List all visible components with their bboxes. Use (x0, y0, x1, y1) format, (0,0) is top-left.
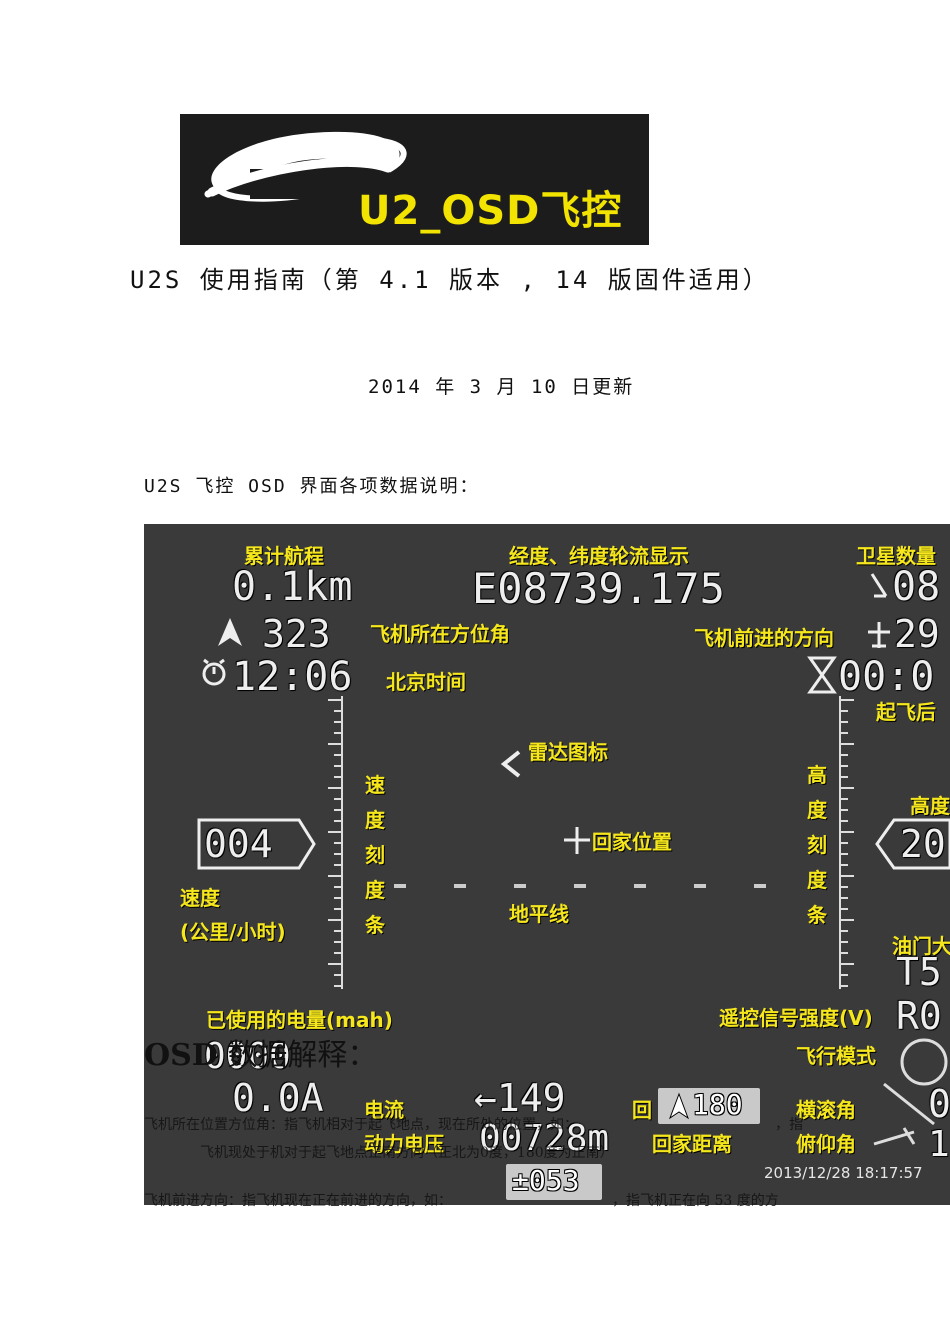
label-total-distance: 累计航程 (244, 544, 324, 568)
latlon-value: E08739.175 (472, 564, 725, 613)
label-altitude-scale: 高度刻度条 (807, 763, 827, 927)
clock-value: 12:06 (232, 654, 353, 700)
label-satellites: 卫星数量 (856, 544, 936, 568)
label-rc-signal: 遥控信号强度(V) (719, 1006, 873, 1030)
timestamp: 2013/12/28 18:17:57 (764, 1164, 923, 1182)
label-used-mah: 已使用的电量(mah) (206, 1008, 393, 1032)
label-power-voltage: 动力电压 (364, 1132, 444, 1156)
paragraph-bearing-2: 飞机现处于机对于起飞地点正南方向（正北为0度，180度为正南） (200, 1145, 614, 1161)
home-direction-value: ←149 (474, 1076, 566, 1120)
flight-time-value: 00:0 (838, 654, 935, 700)
home-cross-icon (564, 827, 590, 854)
current-value: 0.0A (232, 1076, 324, 1120)
alarm-clock-icon (202, 658, 226, 686)
section-heading: OSD 数据解释： (144, 1030, 377, 1074)
inline-bearing-box: 180 (658, 1088, 760, 1124)
inline-heading-box: ±053 (506, 1164, 602, 1200)
label-home-distance: 回家距离 (652, 1132, 732, 1156)
label-roll: 横滚角 (796, 1098, 856, 1122)
satellite-count: 08 (892, 564, 941, 610)
label-pitch: 俯仰角 (796, 1132, 856, 1156)
paragraph-heading: 飞机前进方向：指飞机现在正在前进的方向，如： (144, 1193, 452, 1209)
paragraph-heading-tail: ，指飞机正在向 53 度的方 (612, 1193, 779, 1209)
heading-value: 29 (894, 612, 940, 656)
label-horizon: 地平线 (509, 902, 569, 926)
label-speed-unit: (公里/小时) (180, 920, 286, 944)
intro-line: U2S 飞控 OSD 界面各项数据说明： (144, 476, 480, 497)
flight-mode-icon (900, 1038, 948, 1086)
satellite-icon (870, 573, 888, 598)
section-heading-cn: 数据解释： (217, 1038, 378, 1073)
label-latlon: 经度、纬度轮流显示 (509, 544, 689, 568)
label-flight-mode: 飞行模式 (796, 1044, 876, 1068)
label-home-dir: 回 (632, 1098, 652, 1122)
distance-value: 0.1km (232, 564, 353, 610)
roll-value: 0 (928, 1082, 950, 1126)
paragraph-bearing-tail: ，指 (775, 1117, 803, 1133)
rssi-value: R0 (896, 994, 942, 1038)
label-altitude: 高度 (910, 794, 950, 818)
pitch-plane-icon (873, 1127, 916, 1146)
home-distance-value: 00728m (479, 1118, 610, 1159)
label-speed-scale: 速度刻度条 (365, 773, 385, 937)
ring-logo-icon (204, 131, 407, 202)
inline-bearing-arrow-icon (668, 1092, 690, 1120)
throttle-value: T5 (896, 950, 942, 994)
speed-scale-ticks (328, 699, 342, 987)
label-home-position: 回家位置 (592, 830, 672, 854)
altitude-scale-ticks (840, 699, 854, 987)
osd-graphics (197, 573, 950, 1146)
bearing-arrow-icon (218, 618, 242, 646)
hourglass-icon (807, 656, 837, 694)
radar-chevron-icon (500, 750, 521, 778)
roll-plane-icon (883, 1082, 935, 1126)
label-current: 电流 (364, 1098, 404, 1122)
speed-box (197, 818, 316, 870)
label-after-takeoff: 起飞后 (876, 700, 936, 724)
update-date: 2014 年 3 月 10 日更新 (368, 376, 635, 398)
altitude-value: 20 (900, 822, 946, 866)
label-aircraft-bearing: 飞机所在方位角 (370, 622, 510, 646)
heading-plane-icon (868, 622, 890, 648)
label-heading: 飞机前进的方向 (694, 626, 834, 650)
label-throttle: 油门大 (892, 934, 950, 958)
label-beijing-time: 北京时间 (386, 670, 466, 694)
mah-value: 0000 (204, 1036, 291, 1077)
osd-screenshot: 0.1km E08739.175 08 323 29 12:06 00:0 00… (144, 524, 950, 1205)
label-speed: 速度 (180, 886, 220, 910)
altitude-box (875, 818, 950, 870)
document-title: U2S 使用指南（第 4.1 版本 , 14 版固件适用） (130, 266, 770, 294)
label-radar-icon: 雷达图标 (528, 740, 608, 764)
logo-text: U2_OSD飞控 (358, 188, 623, 234)
pitch-value: 1 (928, 1124, 950, 1165)
paragraph-bearing: 飞机所在位置方位角：指飞机相对于起飞地点，现在所处的位置，如： (144, 1117, 578, 1133)
logo-banner: U2_OSD飞控 (180, 114, 649, 245)
speed-value: 004 (204, 822, 273, 866)
bearing-value: 323 (262, 612, 331, 656)
inline-bearing-value: 180 (692, 1088, 743, 1121)
horizon-line (394, 884, 766, 888)
section-heading-latin: OSD (144, 1038, 218, 1073)
inline-heading-value: ±053 (512, 1164, 580, 1197)
